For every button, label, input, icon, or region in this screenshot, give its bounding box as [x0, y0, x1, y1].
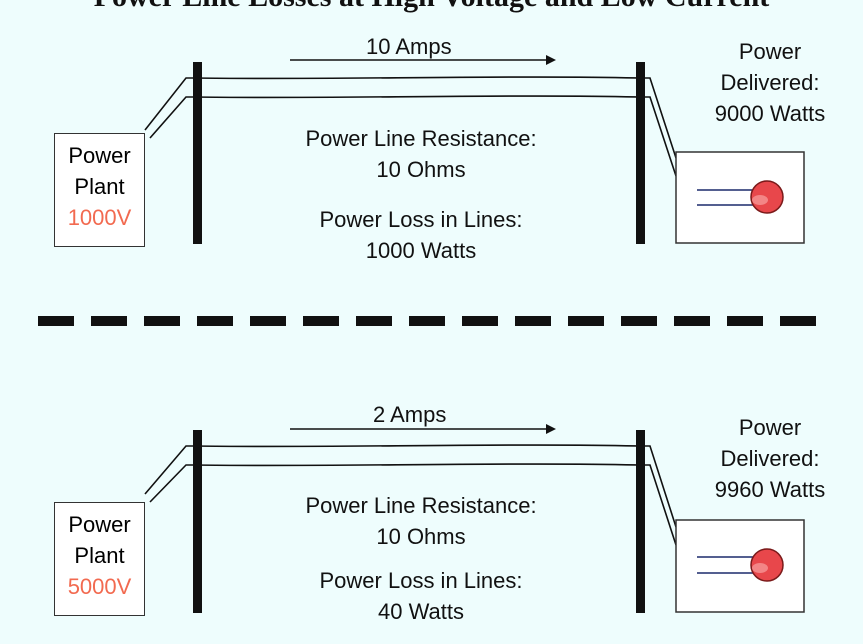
power-line-lower [149, 463, 677, 546]
load-box [675, 151, 805, 244]
light-bulb-icon [750, 180, 784, 214]
scenario-1-graphics [144, 55, 805, 244]
loss-label: Power Loss in Lines: 1000 Watts [221, 204, 621, 266]
delivered-label: Power Delivered: 9000 Watts [690, 36, 850, 129]
utility-pole-left [193, 62, 202, 244]
light-bulb-icon [750, 548, 784, 582]
delivered-value: 9960 Watts [714, 477, 826, 502]
resistance-label: Power Line Resistance: 10 Ohms [221, 490, 621, 552]
bulb-glow [752, 195, 768, 205]
loss-title: Power Loss in Lines: [319, 568, 523, 593]
loss-title: Power Loss in Lines: [319, 207, 523, 232]
power-plant-box: Power Plant 1000V [54, 133, 145, 247]
plant-label-line1: Power [68, 143, 131, 168]
delivered-value: 9000 Watts [714, 101, 826, 126]
resistance-value: 10 Ohms [376, 157, 466, 182]
arrowhead-icon [546, 424, 556, 434]
scenario-2-graphics [144, 424, 805, 613]
delivered-line1: Power [738, 415, 802, 440]
plant-label-line2: Plant [74, 174, 125, 199]
utility-pole-right [636, 62, 645, 244]
plant-label-line2: Plant [74, 543, 125, 568]
plant-label-line1: Power [68, 512, 131, 537]
delivered-line2: Delivered: [720, 70, 820, 95]
power-plant-box: Power Plant 5000V [54, 502, 145, 616]
resistance-title: Power Line Resistance: [305, 493, 537, 518]
utility-pole-right [636, 430, 645, 613]
delivered-line1: Power [738, 39, 802, 64]
plant-voltage: 5000V [67, 574, 132, 599]
current-label: 2 Amps [373, 402, 447, 427]
loss-value: 1000 Watts [365, 238, 477, 263]
resistance-label: Power Line Resistance: 10 Ohms [221, 123, 621, 185]
loss-value: 40 Watts [378, 599, 464, 624]
delivered-label: Power Delivered: 9960 Watts [690, 412, 850, 505]
current-label: 10 Amps [366, 34, 452, 59]
bulb-glow [752, 563, 768, 573]
resistance-title: Power Line Resistance: [305, 126, 537, 151]
resistance-value: 10 Ohms [376, 524, 466, 549]
loss-label: Power Loss in Lines: 40 Watts [221, 565, 621, 627]
power-line-upper [144, 76, 677, 159]
utility-pole-left [193, 430, 202, 613]
delivered-line2: Delivered: [720, 446, 820, 471]
arrowhead-icon [546, 55, 556, 65]
power-line-lower [149, 95, 677, 177]
plant-voltage: 1000V [67, 205, 132, 230]
load-box [675, 519, 805, 613]
page-title: Power Line Losses at High Voltage and Lo… [0, 0, 863, 14]
power-line-upper [144, 444, 677, 528]
